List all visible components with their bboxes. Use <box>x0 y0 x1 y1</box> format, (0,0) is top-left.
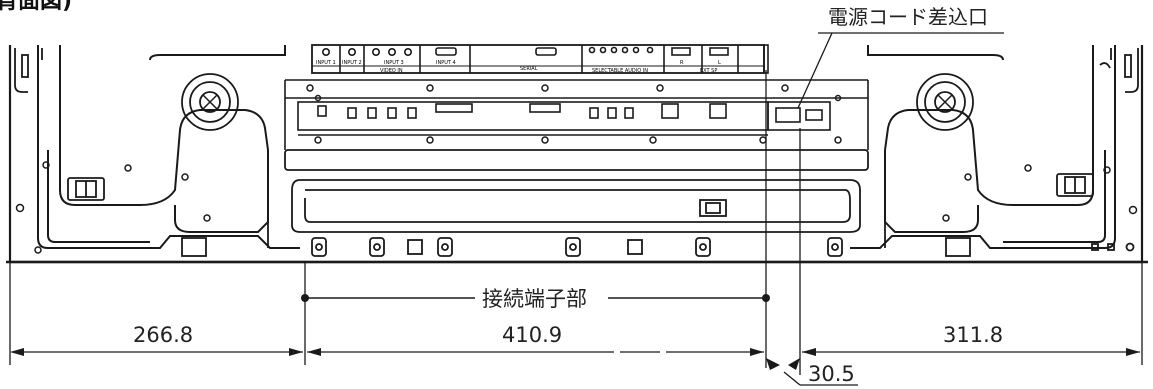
input1-label: INPUT 1 <box>316 60 336 66</box>
input4-label: INPUT 4 <box>436 60 456 66</box>
input2-label: INPUT 2 <box>342 60 362 66</box>
left-hook-bracket <box>14 48 43 93</box>
dim-offset-value: 30.5 <box>808 362 855 386</box>
power-inlet-callout: 電源コード差込口 <box>797 5 1004 109</box>
mounting-bars <box>267 149 886 248</box>
input3-label: INPUT 3 <box>384 60 404 66</box>
connector-section-bracket: 接続端子部 <box>301 287 770 311</box>
left-handle <box>67 177 105 201</box>
dim-left-value: 266.8 <box>133 323 193 347</box>
heading-text: 背面図) <box>0 0 72 14</box>
dim-right-value: 311.8 <box>943 323 1003 347</box>
r-label: R <box>680 60 684 66</box>
video-in-label: VIDEO IN <box>380 68 403 74</box>
dimension-lines <box>9 70 1143 386</box>
connector-section-label: 接続端子部 <box>482 287 587 311</box>
dimension-arrows <box>10 348 1140 370</box>
power-inlet-label: 電源コード差込口 <box>828 5 988 29</box>
monitor-rear-body <box>6 45 1148 264</box>
right-round-mount <box>916 73 974 131</box>
terminal-panel-labels: INPUT 1 INPUT 2 INPUT 3 INPUT 4 VIDEO IN… <box>316 60 721 74</box>
bottom-slots <box>181 237 1135 257</box>
terminal-panel <box>311 44 769 74</box>
left-round-mount <box>181 73 239 131</box>
l-label: L <box>718 60 721 66</box>
connector-board <box>284 79 869 150</box>
ext-sp-label: EXT SP <box>700 68 717 74</box>
serial-label: SERIAL <box>520 66 538 72</box>
right-handle <box>1056 173 1094 197</box>
dim-line-gaps <box>614 348 666 356</box>
screw-holes <box>15 84 1138 254</box>
dimension-values: 266.8 410.9 311.8 30.5 <box>133 323 1003 386</box>
right-hook-bracket <box>1099 48 1139 93</box>
selectable-audio-in-label: SELECTABLE AUDIO IN <box>592 68 648 74</box>
dim-center-value: 410.9 <box>502 323 562 347</box>
